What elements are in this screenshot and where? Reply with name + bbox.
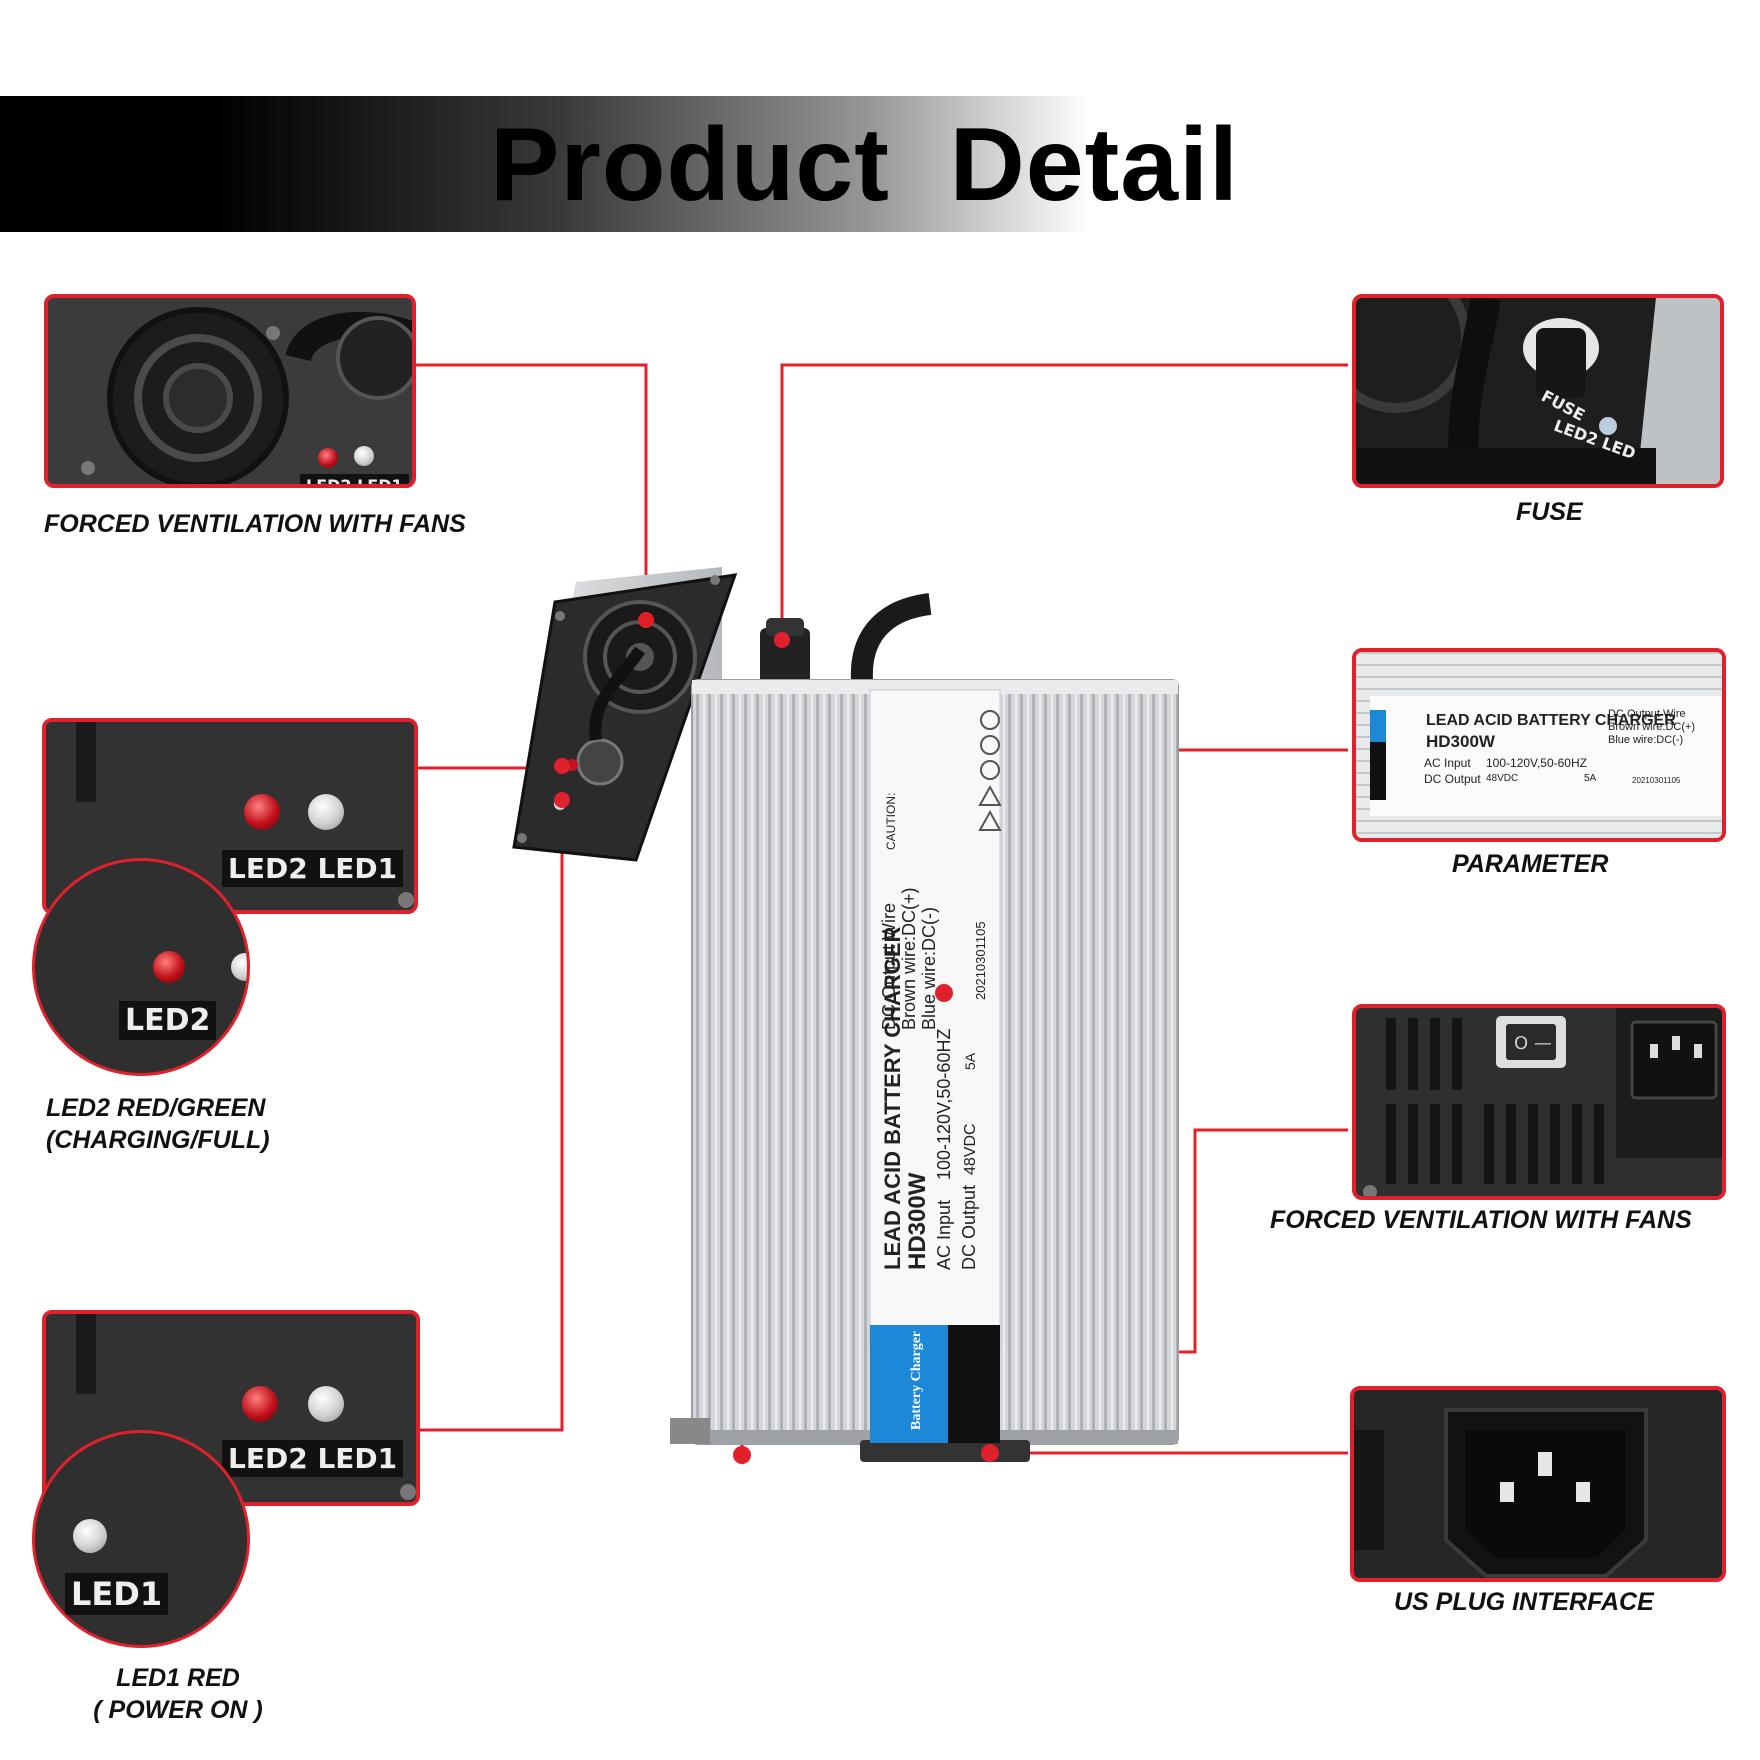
led2-indicator <box>153 951 185 983</box>
caption-fuse: FUSE <box>1516 498 1583 526</box>
led2-indicator <box>244 794 280 830</box>
sticker-ac-input-label: AC Input <box>934 1200 954 1270</box>
caption-us-plug: US PLUG INTERFACE <box>1394 1588 1654 1616</box>
param-dc-output-voltage: 48VDC <box>1486 773 1519 784</box>
led1-indicator <box>73 1519 107 1553</box>
caption-led1: LED1 RED ( POWER ON ) <box>93 1664 263 1724</box>
zoom-led1: LED1 <box>32 1430 250 1648</box>
header-banner <box>0 96 1760 232</box>
led2-indicator <box>242 1386 278 1422</box>
led-label-strip: LED2 LED1 <box>222 850 404 887</box>
led1-indicator <box>308 794 344 830</box>
page-title: Product Detail <box>490 107 1239 223</box>
sticker-caution: CAUTION: <box>884 793 898 850</box>
sticker-dc-output-label: DC Output <box>959 1185 979 1270</box>
sticker-wire-title: DC Output Wire <box>879 903 899 1030</box>
caption-forced-ventilation-left: FORCED VENTILATION WITH FANS <box>44 510 466 538</box>
sticker-dc-output-voltage: 48VDC <box>962 1123 979 1175</box>
sticker-brown-wire: Brown wire:DC(+) <box>899 887 919 1030</box>
caption-led2: LED2 RED/GREEN (CHARGING/FULL) <box>46 1094 270 1154</box>
photo-us-plug <box>1350 1386 1726 1582</box>
param-wire-title: DC Output Wire <box>1608 708 1686 720</box>
sticker-blue-wire: Blue wire:DC(-) <box>919 907 939 1030</box>
led1-indicator <box>308 1386 344 1422</box>
param-dc-output-label: DC Output <box>1424 772 1481 786</box>
charger-body <box>670 679 1179 1462</box>
photo-fans-right: O — <box>1352 1004 1726 1200</box>
led2-indicator <box>318 448 338 468</box>
sticker-dc-output-current: 5A <box>962 1052 978 1070</box>
charger-end-panel <box>512 567 738 862</box>
led1-label: LED1 <box>65 1573 169 1615</box>
photo-fans-left: LED2 LED1 <box>44 294 416 488</box>
charger-top-hardware <box>760 593 932 686</box>
marker-dots <box>554 612 999 1464</box>
led1-indicator <box>354 446 374 466</box>
param-blue-wire: Blue wire:DC(-) <box>1608 734 1684 746</box>
caption-parameter: PARAMETER <box>1452 850 1609 878</box>
caption-forced-ventilation-right: FORCED VENTILATION WITH FANS <box>1270 1206 1692 1234</box>
led1-indicator <box>231 953 247 981</box>
led2-label: LED2 <box>119 1001 217 1040</box>
param-model: HD300W <box>1426 732 1495 751</box>
sticker-serial: 20210301105 <box>973 921 988 1000</box>
param-dc-output-current: 5A <box>1584 773 1597 784</box>
param-ac-input-label: AC Input <box>1424 756 1471 770</box>
svg-text:O —: O — <box>1514 1033 1552 1054</box>
sticker-model: HD300W <box>904 1172 931 1270</box>
zoom-led2: LED2 <box>32 858 250 1076</box>
param-ac-input-value: 100-120V,50-60HZ <box>1486 756 1587 770</box>
photo-fuse: FUSE LED2 LED <box>1352 294 1724 488</box>
sticker-title: LEAD ACID BATTERY CHARGER <box>880 926 905 1270</box>
photo-parameter: LEAD ACID BATTERY CHARGER HD300W AC Inpu… <box>1352 648 1726 842</box>
led-label-strip: LED2 LED1 <box>300 474 409 484</box>
led-label-strip: LED2 LED1 <box>222 1440 404 1477</box>
sticker-text: LEAD ACID BATTERY CHARGER HD300W AC Inpu… <box>879 710 1002 1430</box>
sticker-brand-tab: Battery Charger <box>909 1331 924 1430</box>
sticker-ac-input-value: 100-120V,50-60HZ <box>934 1029 954 1180</box>
param-brown-wire: Brown wire:DC(+) <box>1608 721 1696 733</box>
param-serial: 20210301105 <box>1632 776 1681 785</box>
param-title: LEAD ACID BATTERY CHARGER <box>1426 712 1676 729</box>
